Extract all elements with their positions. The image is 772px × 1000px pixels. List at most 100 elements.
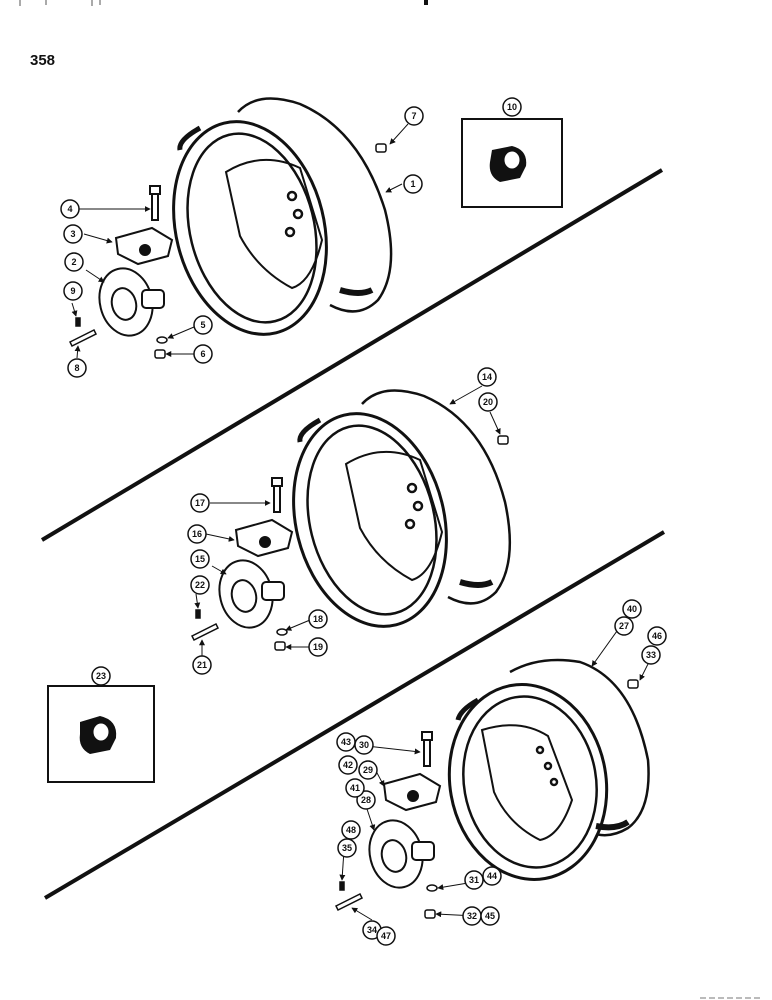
callout-48: 48: [341, 820, 361, 840]
callout-label: 19: [313, 642, 323, 652]
callout-circle: [187, 524, 207, 544]
callout-circle: [63, 224, 83, 244]
callout-6: 6: [193, 344, 213, 364]
callout-label: 47: [381, 931, 391, 941]
callout-label: 45: [485, 911, 495, 921]
callout-47: 47: [376, 926, 396, 946]
callout-10: 10: [502, 97, 522, 117]
callout-circle: [60, 199, 80, 219]
callout-label: 40: [627, 604, 637, 614]
callout-circle: [404, 106, 424, 126]
callout-label: 2: [71, 257, 76, 267]
callout-29: 29: [358, 760, 378, 780]
callout-31: 31: [464, 870, 484, 890]
callout-label: 17: [195, 498, 205, 508]
callout-circle: [190, 549, 210, 569]
callout-label: 29: [363, 765, 373, 775]
callout-label: 16: [192, 529, 202, 539]
callout-circle: [308, 637, 328, 657]
small-parts-wheel-2: [190, 435, 509, 651]
callout-4: 4: [60, 199, 80, 219]
callout-label: 43: [341, 737, 351, 747]
callout-18: 18: [308, 609, 328, 629]
wheel-rim-2: [292, 389, 512, 628]
small-parts-wheel-1: [68, 143, 387, 359]
callout-circle: [464, 870, 484, 890]
wheel-hub-2: [98, 267, 165, 337]
callout-label: 6: [200, 349, 205, 359]
callout-33: 33: [641, 645, 661, 665]
callout-circle: [356, 790, 376, 810]
wheel-hub-28: [368, 819, 435, 889]
callout-43: 43: [336, 732, 356, 752]
callout-8: 8: [67, 358, 87, 378]
callout-label: 15: [195, 554, 205, 564]
callout-circle: [91, 666, 111, 686]
callout-42: 42: [338, 755, 358, 775]
callout-label: 20: [483, 397, 493, 407]
callout-35: 35: [337, 838, 357, 858]
callout-22: 22: [190, 575, 210, 595]
callout-label: 33: [646, 650, 656, 660]
wheel-rim-1: [172, 97, 393, 336]
bolt-4: [149, 185, 161, 221]
callout-circle: [67, 358, 87, 378]
scan-marks: [19, 0, 428, 6]
clamp-3: [114, 226, 174, 266]
callout-label: 41: [350, 783, 360, 793]
callout-label: 14: [482, 372, 492, 382]
callout-label: 35: [342, 843, 352, 853]
callout-16: 16: [187, 524, 207, 544]
callout-circle: [376, 926, 396, 946]
callout-14: 14: [477, 367, 497, 387]
callout-label: 1: [410, 179, 415, 189]
wheel-rim-3: [447, 658, 650, 881]
callout-label: 28: [361, 795, 371, 805]
callout-3: 3: [63, 224, 83, 244]
callout-circle: [622, 599, 642, 619]
callout-21: 21: [192, 655, 212, 675]
callout-circle: [190, 575, 210, 595]
callout-2: 2: [64, 252, 84, 272]
wheel-hub-15: [218, 559, 285, 629]
callout-circle: [403, 174, 423, 194]
callout-circle: [345, 778, 365, 798]
callout-label: 4: [67, 204, 72, 214]
clamp-29: [382, 772, 442, 812]
callout-circle: [308, 609, 328, 629]
callout-circle: [614, 616, 634, 636]
callout-label: 31: [469, 875, 479, 885]
callout-circle: [338, 755, 358, 775]
callout-label: 7: [411, 111, 416, 121]
callout-label: 32: [467, 911, 477, 921]
callout-32: 32: [462, 906, 482, 926]
callout-circle: [193, 315, 213, 335]
callout-label: 3: [70, 229, 75, 239]
callout-17: 17: [190, 493, 210, 513]
callout-19: 19: [308, 637, 328, 657]
callout-9: 9: [63, 281, 83, 301]
clamp-16: [234, 518, 294, 558]
callout-28: 28: [356, 790, 376, 810]
small-parts-wheel-3: [334, 679, 639, 919]
callout-circle: [63, 281, 83, 301]
callout-7: 7: [404, 106, 424, 126]
callout-46: 46: [647, 626, 667, 646]
callout-circle: [336, 732, 356, 752]
page-number: 358: [30, 52, 56, 69]
callout-circle: [64, 252, 84, 272]
divider-line-lower: [43, 530, 666, 900]
callout-circle: [193, 344, 213, 364]
bolt-17: [271, 477, 283, 513]
callout-circle: [477, 367, 497, 387]
callout-circle: [190, 493, 210, 513]
callout-label: 10: [507, 102, 517, 112]
callout-circle: [482, 866, 502, 886]
callout-label: 22: [195, 580, 205, 590]
callout-label: 46: [652, 631, 662, 641]
callout-label: 8: [74, 363, 79, 373]
callout-27: 27: [614, 616, 634, 636]
callout-circle: [478, 392, 498, 412]
callout-circle: [480, 906, 500, 926]
callout-label: 44: [487, 871, 497, 881]
